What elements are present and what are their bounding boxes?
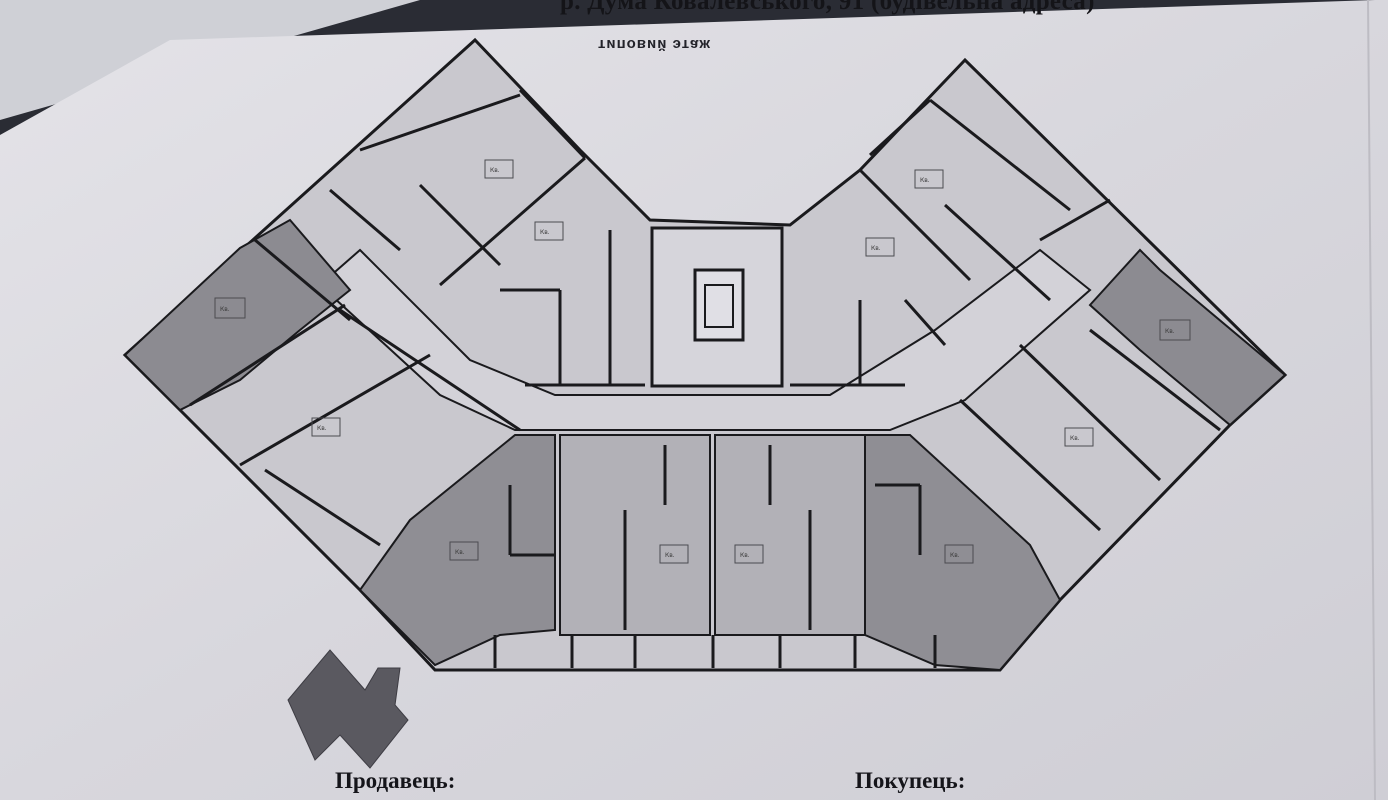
apartment-label: Кв. <box>740 552 750 559</box>
apartment-left-shaded <box>123 218 352 412</box>
room-tags <box>214 159 1191 564</box>
document-title: р. Дума Ковалевського, 91 (будівельна ад… <box>560 0 1095 15</box>
apartment-label: Кв. <box>220 306 230 313</box>
apartment-right-shaded <box>1088 248 1287 427</box>
apartment-bottom-center-a <box>559 434 711 636</box>
apartment-label: Кв. <box>317 425 327 432</box>
room-labels: Кв. Кв. Кв. Кв. Кв. Кв. Кв. Кв. Кв. Кв. … <box>220 167 1175 559</box>
apartment-label: Кв. <box>920 177 930 184</box>
north-arrow-block-icon <box>287 649 409 769</box>
apartment-label: Кв. <box>665 552 675 559</box>
plan-fill <box>122 37 1288 672</box>
apartment-bottom-right <box>864 434 1062 672</box>
apartment-label: Кв. <box>1070 435 1080 442</box>
apartment-label: Кв. <box>1165 328 1175 335</box>
elevator-shaft <box>693 268 745 342</box>
buyer-label: Покупець: <box>855 768 966 793</box>
apartment-label: Кв. <box>455 549 465 556</box>
apartment-label: Кв. <box>950 552 960 559</box>
apartment-bottom-center-b <box>714 434 866 636</box>
apartment-label: Кв. <box>540 229 550 236</box>
apartment-label: Кв. <box>490 167 500 174</box>
interior-walls <box>189 88 1221 668</box>
seller-label: Продавець: <box>335 768 456 793</box>
apartment-label: Кв. <box>871 245 881 252</box>
apartment-bottom-left <box>358 434 556 667</box>
